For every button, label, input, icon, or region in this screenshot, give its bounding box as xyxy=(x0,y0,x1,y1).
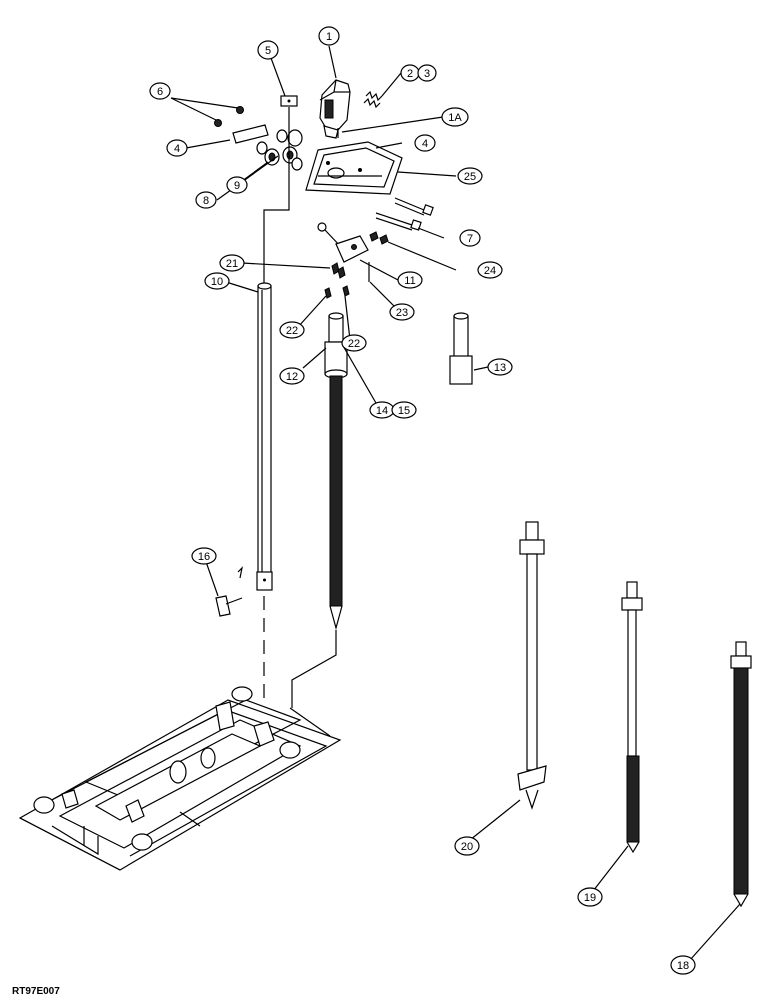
callout: 6 xyxy=(149,82,171,100)
callout-label: 18 xyxy=(677,960,689,972)
callout: 18 xyxy=(670,955,696,975)
callout-label: 12 xyxy=(286,371,298,383)
base-frame-part xyxy=(18,686,342,871)
callout: 16 xyxy=(191,547,217,565)
callout-label: 14 xyxy=(376,405,388,417)
auger-18-part xyxy=(730,641,752,908)
callout-label: 10 xyxy=(211,276,223,288)
callout: 13 xyxy=(487,358,513,376)
callout-label: 4 xyxy=(422,138,428,150)
callout-label: 16 xyxy=(198,551,210,563)
callout-label: 7 xyxy=(467,233,473,245)
sleeve-part xyxy=(449,312,473,385)
auger-19-part xyxy=(621,581,643,854)
callout-label: 22 xyxy=(286,325,298,337)
bolt-part xyxy=(375,197,434,231)
motor-part xyxy=(319,79,351,139)
callout: 10 xyxy=(204,272,230,290)
callout-label: 8 xyxy=(203,195,209,207)
callout: 3 xyxy=(417,64,437,82)
callout: 4 xyxy=(414,134,436,152)
callout: 19 xyxy=(577,887,603,907)
callout: 21 xyxy=(219,254,245,272)
callout: 8 xyxy=(195,191,217,209)
callout: 11 xyxy=(397,271,423,289)
callout-label: 1 xyxy=(326,31,332,43)
roller-assembly-part xyxy=(214,95,303,171)
callout: 25 xyxy=(457,167,483,185)
callout-label: 4 xyxy=(174,143,180,155)
callout-label: 2 xyxy=(407,68,413,80)
callout-label: 21 xyxy=(226,258,238,270)
spring-part xyxy=(363,90,383,109)
callout: 1A xyxy=(441,107,469,127)
callout-label: 3 xyxy=(424,68,430,80)
callout: 4 xyxy=(166,139,188,157)
leader-lines xyxy=(170,45,741,961)
callout: 20 xyxy=(454,836,480,856)
callout: 24 xyxy=(477,261,503,279)
drive-coupling-part xyxy=(324,312,348,379)
callout: 22 xyxy=(341,334,367,352)
callout-label: 25 xyxy=(464,171,476,183)
tube-shaft-part xyxy=(256,282,273,591)
callout: 2 xyxy=(400,64,420,82)
auger-part xyxy=(329,375,343,631)
callout-label: 11 xyxy=(404,275,415,287)
lever-assembly-part xyxy=(317,222,389,299)
callout-label: 13 xyxy=(494,362,506,374)
callout-label: 1A xyxy=(448,112,462,124)
callout-label: 6 xyxy=(157,86,163,98)
key-part xyxy=(215,566,243,617)
callout: 9 xyxy=(226,176,248,194)
callout-label: 22 xyxy=(348,338,360,350)
callout: 12 xyxy=(279,367,305,385)
callout-label: 19 xyxy=(584,892,596,904)
callout: 23 xyxy=(389,303,415,321)
top-plate-part xyxy=(305,141,403,195)
callout: 7 xyxy=(459,229,481,247)
callout: 14 xyxy=(369,401,395,419)
callout: 5 xyxy=(257,40,279,60)
callout: 22 xyxy=(279,321,305,339)
callout-label: 5 xyxy=(265,45,271,57)
callout-label: 9 xyxy=(234,180,240,192)
callout-label: 24 xyxy=(484,265,496,277)
callout: 1 xyxy=(318,26,340,46)
callout: 15 xyxy=(391,401,417,419)
callout-label: 20 xyxy=(461,841,473,853)
callout-label: 15 xyxy=(398,405,410,417)
callout-label: 23 xyxy=(396,307,408,319)
figure-code: RT97E007 xyxy=(12,986,60,997)
auger-20-part xyxy=(517,521,547,810)
